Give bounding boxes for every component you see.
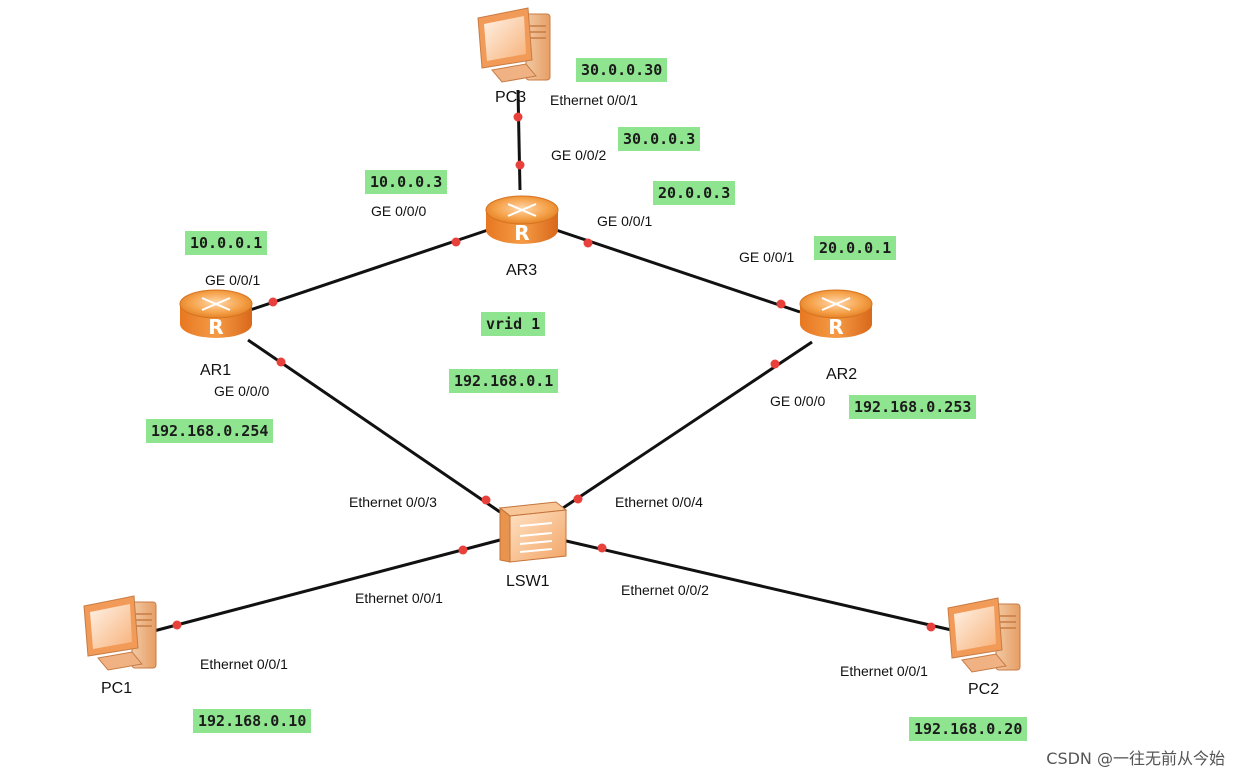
- router-ar3-icon[interactable]: R: [485, 195, 559, 245]
- interface-label-ar1-ge000: GE 0/0/0: [214, 383, 270, 399]
- interface-label-ar2-ge000: GE 0/0/0: [770, 393, 826, 409]
- ip-label-ar2-ge001: 20.0.0.1: [814, 236, 897, 260]
- interface-label-pc1-eth: Ethernet 0/0/1: [200, 656, 288, 672]
- port-dot: [458, 545, 468, 555]
- link-ar2-lsw1: [559, 340, 813, 512]
- port-dot: [268, 297, 278, 307]
- interface-label-ar3-ge002: GE 0/0/2: [551, 147, 607, 163]
- interface-label-pc3-eth: Ethernet 0/0/1: [550, 92, 638, 108]
- device-label-ar1: AR1: [200, 362, 232, 379]
- port-dot: [172, 620, 182, 630]
- svg-text:R: R: [208, 315, 223, 339]
- device-label-pc1: PC1: [101, 680, 133, 697]
- interface-label-lsw-e004: Ethernet 0/0/4: [615, 494, 703, 510]
- interface-label-ar3-ge001: GE 0/0/1: [597, 213, 653, 229]
- link-endpoints: [172, 112, 936, 632]
- router-ar1-icon[interactable]: R: [179, 289, 253, 339]
- link-lsw1-pc2: [561, 538, 961, 634]
- switch-lsw1-icon[interactable]: [498, 501, 568, 563]
- vrid-label: vrid 1: [481, 312, 546, 336]
- svg-text:R: R: [514, 221, 529, 245]
- interface-label-lsw-e001: Ethernet 0/0/1: [355, 590, 443, 606]
- ip-label-ar3-ge001: 20.0.0.3: [653, 181, 736, 205]
- ip-label-pc1: 192.168.0.10: [193, 709, 312, 733]
- ip-label-ar1-ge000: 192.168.0.254: [146, 419, 274, 443]
- links: [149, 89, 961, 634]
- device-label-ar3: AR3: [506, 262, 538, 279]
- port-dot: [770, 359, 780, 369]
- pc3-icon[interactable]: [477, 7, 551, 83]
- pc2-icon[interactable]: [947, 597, 1021, 673]
- device-label-lsw1: LSW1: [506, 573, 550, 590]
- link-ar1-lsw1: [247, 338, 501, 514]
- port-dot: [451, 237, 461, 247]
- interface-label-pc2-eth: Ethernet 0/0/1: [840, 663, 928, 679]
- port-dot: [776, 299, 786, 309]
- ip-label-ar1-ge001: 10.0.0.1: [185, 231, 268, 255]
- port-dot: [515, 160, 525, 170]
- device-label-pc3: PC3: [495, 89, 527, 106]
- ip-label-ar2-ge000: 192.168.0.253: [849, 395, 977, 419]
- interface-label-ar1-ge001: GE 0/0/1: [205, 272, 261, 288]
- router-ar2-icon[interactable]: R: [799, 289, 873, 339]
- link-lsw1-pc1: [149, 538, 501, 634]
- port-dot: [926, 622, 936, 632]
- device-label-ar2: AR2: [826, 366, 858, 383]
- port-dot: [583, 238, 593, 248]
- interface-label-lsw-e003: Ethernet 0/0/3: [349, 494, 437, 510]
- virtual-ip-label: 192.168.0.1: [449, 369, 559, 393]
- interface-label-ar2-ge001: GE 0/0/1: [739, 249, 795, 265]
- port-dot: [276, 357, 286, 367]
- interface-label-lsw-e002: Ethernet 0/0/2: [621, 582, 709, 598]
- port-dot: [573, 494, 583, 504]
- ip-label-pc2: 192.168.0.20: [909, 717, 1028, 741]
- ip-label-ar3-ge000: 10.0.0.3: [365, 170, 448, 194]
- svg-text:R: R: [828, 315, 843, 339]
- device-label-pc2: PC2: [968, 681, 1000, 698]
- ip-label-ar3-ge002: 30.0.0.3: [618, 127, 701, 151]
- watermark: CSDN @一往无前从今始: [1046, 749, 1225, 768]
- port-dot: [597, 543, 607, 553]
- link-ar3-ar2: [555, 228, 801, 314]
- link-ar1-ar3: [249, 228, 489, 312]
- pc1-icon[interactable]: [83, 595, 157, 671]
- port-dot: [481, 495, 491, 505]
- port-dot: [513, 112, 523, 122]
- ip-label-pc3: 30.0.0.30: [576, 58, 668, 82]
- interface-label-ar3-ge000: GE 0/0/0: [371, 203, 427, 219]
- link-pc3-ar3: [516, 89, 522, 191]
